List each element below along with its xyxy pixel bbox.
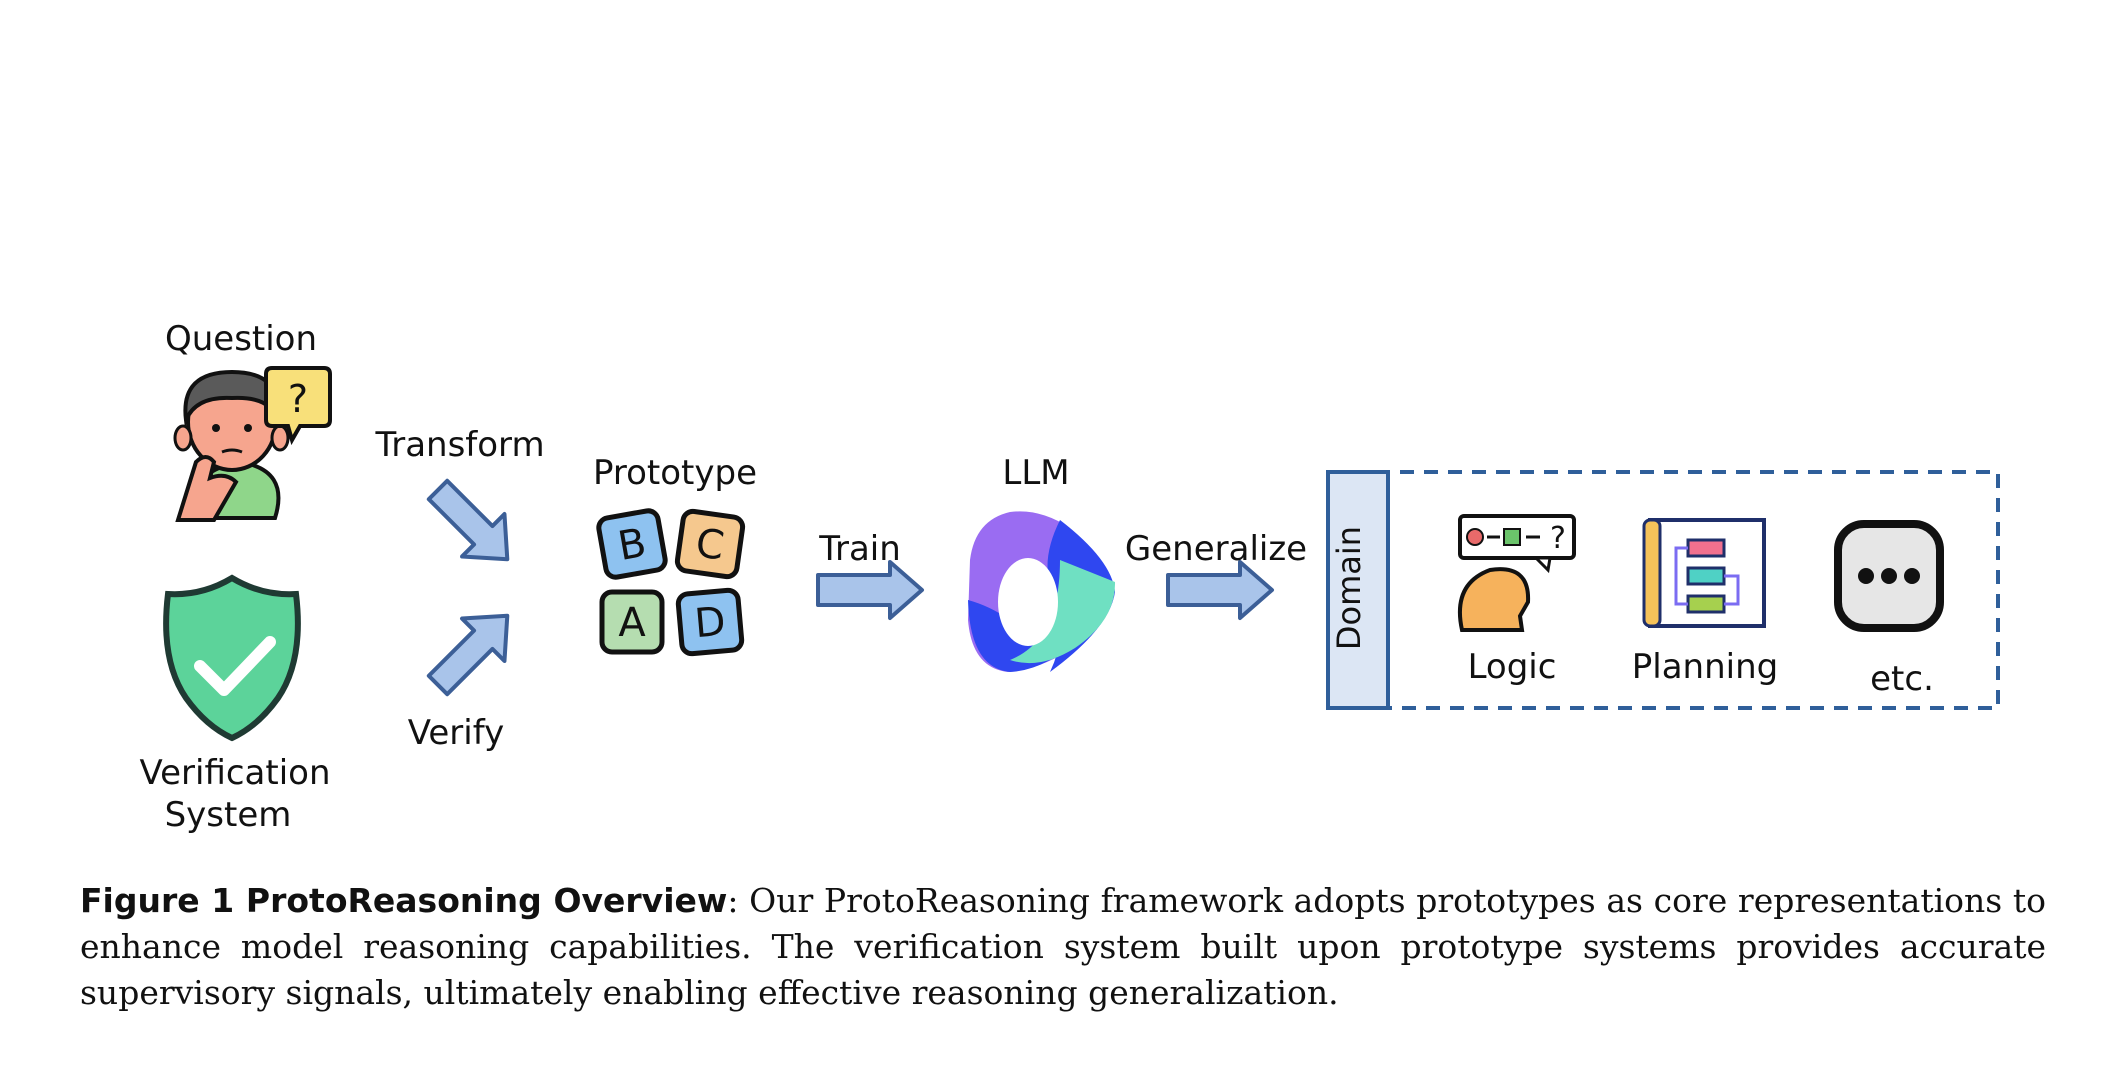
- planning-label: Planning: [1631, 647, 1779, 687]
- block-c: C: [674, 508, 746, 580]
- block-b: B: [596, 508, 668, 580]
- planning-board-icon: [1642, 518, 1766, 628]
- logic-label: Logic: [1467, 647, 1557, 687]
- domain-label: Domain: [1330, 525, 1368, 651]
- figure-label: Figure 1 ProtoReasoning Overview: [80, 881, 728, 920]
- caption-text: : Our ProtoReasoning framework adopts pr…: [80, 881, 2046, 1012]
- thinking-person-icon: [173, 369, 290, 522]
- figure-caption: Figure 1 ProtoReasoning Overview: Our Pr…: [80, 878, 2046, 1016]
- generalize-label: Generalize: [1124, 529, 1308, 569]
- train-arrow: [816, 560, 924, 620]
- llm-label: LLM: [1002, 453, 1070, 493]
- logic-icon: ?: [1457, 514, 1576, 632]
- generalize-arrow: [1166, 560, 1274, 620]
- verification-label-line2: System: [164, 795, 292, 835]
- block-a: A: [599, 589, 665, 655]
- block-a-letter: A: [618, 600, 646, 646]
- more-dots-icon: [1834, 520, 1944, 632]
- llm-logo-icon: [968, 511, 1116, 672]
- shield-check-icon: [163, 574, 301, 742]
- transform-arrow: [426, 478, 510, 562]
- domain-box: [1326, 470, 2000, 710]
- prototype-label: Prototype: [592, 453, 758, 493]
- verification-label-line1: Verification: [139, 753, 331, 793]
- block-c-letter: C: [693, 520, 727, 569]
- question-mark-glyph: ?: [288, 377, 308, 421]
- transform-label: Transform: [375, 425, 545, 465]
- etc-label: etc.: [1870, 659, 1934, 699]
- question-bubble-icon: ?: [264, 366, 332, 446]
- verify-label: Verify: [407, 713, 505, 753]
- prototype-blocks: B C A D: [596, 508, 746, 657]
- block-d: D: [675, 587, 745, 657]
- block-d-letter: D: [693, 599, 728, 648]
- verify-arrow: [426, 613, 510, 697]
- svg-text:?: ?: [1550, 521, 1566, 556]
- train-label: Train: [819, 529, 901, 569]
- question-label: Question: [164, 319, 318, 359]
